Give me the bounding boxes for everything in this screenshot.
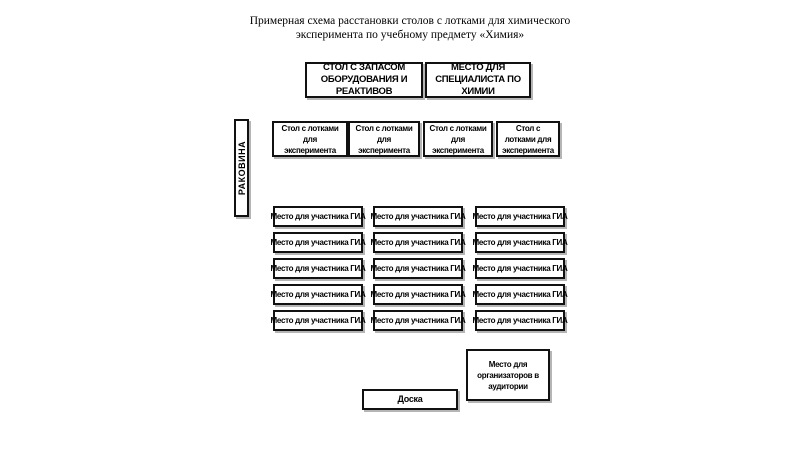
sink-label: РАКОВИНА [236, 140, 247, 196]
diagram-title: Примерная схема расстановки столов с лот… [210, 14, 610, 42]
participant-seat: Место для участника ГИА [473, 310, 568, 331]
board-box: Доска [362, 389, 458, 410]
participant-seat: Место для участника ГИА [473, 258, 568, 279]
organizers-place-box: Место для организаторов в аудитории [466, 349, 550, 401]
experiment-table: Стол с лотками для эксперимента [423, 121, 493, 157]
participant-seat: Место для участника ГИА [271, 232, 366, 253]
participant-seat: Место для участника ГИА [271, 206, 366, 227]
participant-seat: Место для участника ГИА [271, 258, 366, 279]
participant-seat: Место для участника ГИА [371, 310, 466, 331]
participant-seat: Место для участника ГИА [473, 206, 568, 227]
title-line-2: эксперимента по учебному предмету «Химия… [295, 29, 525, 41]
supply-table-box: Стол с запасом оборудования и реактивов [305, 62, 423, 98]
experiment-table: Стол с лотками для эксперимента [272, 121, 348, 157]
participant-seat: Место для участника ГИА [271, 284, 366, 305]
participant-seat: Место для участника ГИА [371, 232, 466, 253]
participant-seat: Место для участника ГИА [371, 258, 466, 279]
participant-seat: Место для участника ГИА [271, 310, 366, 331]
experiment-table: Стол с лотками для эксперимента [348, 121, 420, 157]
participant-seat: Место для участника ГИА [473, 232, 568, 253]
specialist-place-box: Место для специалиста по химии [425, 62, 531, 98]
sink-box: РАКОВИНА [234, 119, 249, 217]
experiment-table: Стол с лотками для эксперимента [496, 121, 560, 157]
participant-seat: Место для участника ГИА [473, 284, 568, 305]
participant-seat: Место для участника ГИА [371, 284, 466, 305]
title-line-1: Примерная схема расстановки столов с лот… [249, 15, 571, 27]
participant-seat: Место для участника ГИА [371, 206, 466, 227]
